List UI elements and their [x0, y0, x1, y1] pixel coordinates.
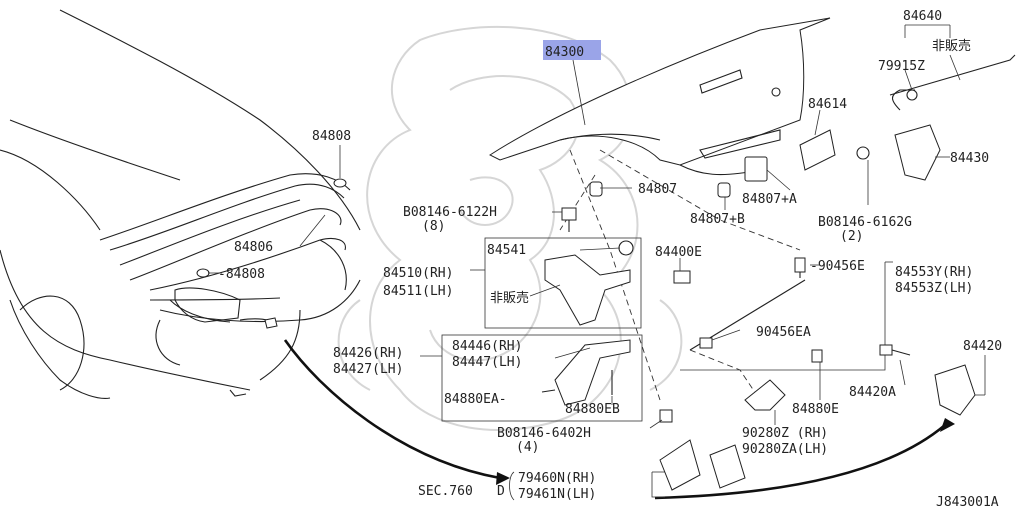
highlight-box [543, 40, 601, 60]
label-weatherstrip: 84806 [234, 240, 273, 255]
hinge-box [441, 237, 886, 422]
label-clip-90456a: 90456EA [756, 325, 811, 340]
label-lock-assembly: 84420 [963, 339, 1002, 354]
watermark-emblem [337, 25, 683, 431]
label-bumper-3: 84807+B [690, 212, 745, 227]
label-stay-lh: 84553Z(LH) [895, 281, 973, 296]
label-bumper-2: 84807+A [742, 192, 797, 207]
label-bracket-lh: 90280ZA(LH) [742, 442, 828, 457]
label-bolt-6402: B08146-6402H [497, 426, 591, 441]
label-grommet: 84541 [487, 243, 526, 258]
label-clip-ea: 84880EA- [444, 392, 507, 407]
label-sec-code: D [497, 484, 505, 499]
label-sec-ref: SEC.760 [418, 484, 473, 499]
label-seal-top: 84808 [312, 129, 351, 144]
label-bolt-6402-qty: (4) [516, 440, 539, 455]
label-stay-nfs: 非販売 [932, 38, 971, 54]
label-diagram-id: J843001A [936, 495, 999, 510]
label-bracket-rh: 90280Z (RH) [742, 426, 828, 441]
label-stay-clip: 79915Z [878, 59, 925, 74]
label-clip-eb: 84880EB [565, 402, 620, 417]
label-arm-lh-outer: 84427(LH) [333, 362, 403, 377]
label-trunk-lid: 84300 [545, 45, 584, 60]
label-stay-rh: 84553Y(RH) [895, 265, 973, 280]
label-bumper-hinge: 84400E [655, 245, 702, 260]
label-bolt-6122: B08146-6122H [403, 205, 497, 220]
label-arm-lh-inner: 84447(LH) [452, 355, 522, 370]
label-seal-inner: -84808 [218, 267, 265, 282]
label-bumper-1: 84807 [638, 182, 677, 197]
car-body-illustration [0, 9, 361, 399]
label-arm-rh-inner: 84446(RH) [452, 339, 522, 354]
leader-lines [208, 24, 986, 498]
label-clip-e: 84880E [792, 402, 839, 417]
trunk-lid-84300 [488, 17, 831, 176]
reference-arrows [283, 339, 955, 500]
label-arm-rh-outer: 84426(RH) [333, 346, 403, 361]
label-hinge-rh: 84510(RH) [383, 266, 453, 281]
label-lock: 84430 [950, 151, 989, 166]
label-bolt-6162: B08146-6162G [818, 215, 912, 230]
label-hinge-bracket-lh: 79461N(LH) [518, 487, 596, 502]
label-hinge-lh: 84511(LH) [383, 284, 453, 299]
part-labels: 84300 84808 84806 -84808 84807 84807+A 8… [218, 9, 1002, 510]
label-lock-screw: 84420A [849, 385, 896, 400]
part-shapes [196, 54, 1016, 491]
section-brace [509, 471, 515, 501]
label-hinge-bracket-rh: 79460N(RH) [518, 471, 596, 486]
label-hinge-nfs: 非販売 [490, 290, 529, 306]
label-clip-90456: -90456E [810, 259, 865, 274]
label-striker: 84614 [808, 97, 847, 112]
label-bolt-6122-qty: (8) [422, 219, 445, 234]
label-bolt-6162-qty: (2) [840, 229, 863, 244]
label-stay-group: 84640 [903, 9, 942, 24]
